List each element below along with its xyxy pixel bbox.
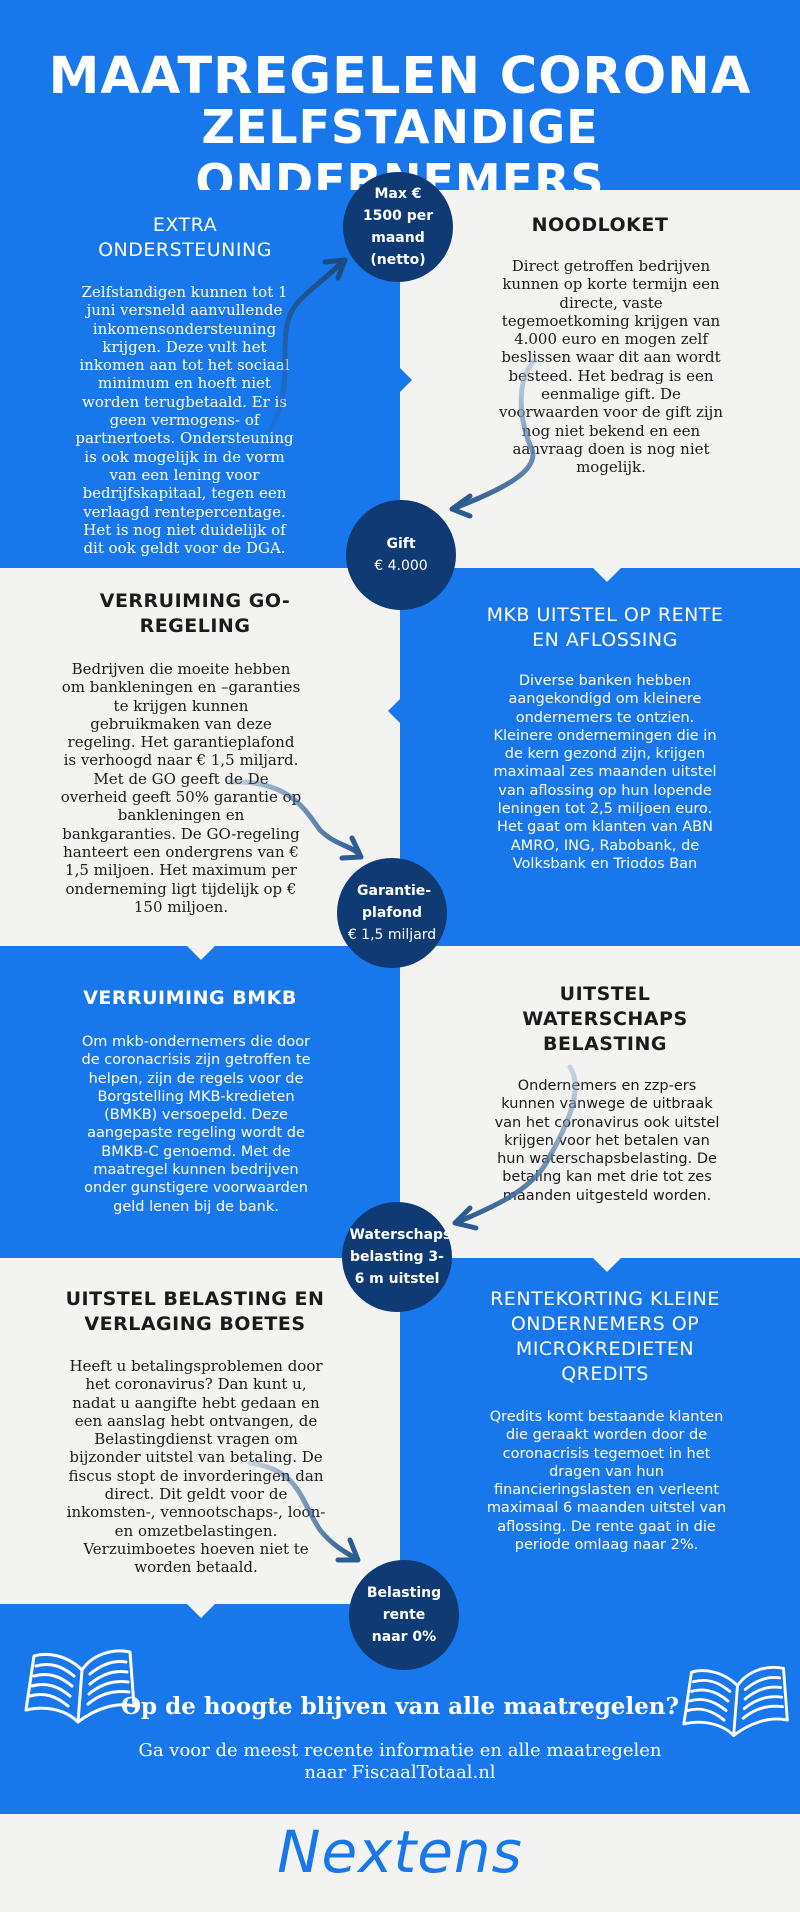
section-waterschapsbelasting bbox=[400, 946, 800, 1258]
open-book-icon bbox=[682, 1665, 789, 1737]
arrow-head bbox=[339, 835, 364, 861]
notch bbox=[400, 368, 412, 392]
badge-text: Belasting rente naar 0% bbox=[366, 1585, 442, 1645]
section-title: MKB UITSTEL OP RENTE EN AFLOSSING bbox=[486, 604, 724, 651]
section-qredits bbox=[400, 1258, 800, 1604]
header-band bbox=[0, 0, 800, 190]
notch bbox=[593, 568, 621, 582]
badge-text: Garantie-plafond bbox=[357, 883, 432, 921]
badge-garantieplafond: Garantie-plafond € 1,5 miljard bbox=[337, 858, 447, 968]
arrow-path bbox=[227, 779, 363, 858]
footer-title: Op de hoogte blijven van alle maatregele… bbox=[120, 1693, 680, 1720]
section-body: Direct getroffen bedrijven kunnen op kor… bbox=[499, 257, 723, 477]
notch bbox=[187, 1604, 215, 1618]
section-title: EXTRA ONDERSTEUNING bbox=[98, 214, 272, 261]
badge-max-1500: Max € 1500 per maand (netto) bbox=[343, 172, 453, 282]
notch bbox=[187, 946, 215, 960]
section-title: VERRUIMING GO-REGELING bbox=[99, 590, 291, 637]
section-body: Diverse banken hebben aangekondigd om kl… bbox=[493, 673, 717, 872]
badge-waterschaps: Waterschaps belasting 3-6 m uitstel bbox=[342, 1202, 452, 1312]
section-mkb-uitstel bbox=[400, 568, 800, 946]
section-title: UITSTEL WATERSCHAPS BELASTING bbox=[522, 983, 688, 1055]
arrow-path bbox=[247, 1460, 358, 1561]
badge-belasting-rente: Belasting rente naar 0% bbox=[349, 1560, 459, 1670]
arrow-path bbox=[455, 1064, 578, 1225]
arrow-head bbox=[322, 257, 348, 281]
section-body: Qredits komt bestaande klanten die geraa… bbox=[486, 1409, 727, 1554]
page-title-line-1: MAATREGELEN CORONA bbox=[48, 47, 752, 106]
badge-value: € 4.000 bbox=[374, 558, 428, 574]
section-title: NOODLOKET bbox=[531, 214, 669, 236]
arrow-path bbox=[267, 259, 345, 433]
section-body: Om mkb-ondernemers die door de coronacri… bbox=[81, 1034, 311, 1215]
brand-logo: Nextens bbox=[277, 1818, 523, 1886]
badge-text: Gift bbox=[386, 536, 416, 552]
badge-gift: Gift € 4.000 bbox=[346, 500, 456, 610]
section-body: Bedrijven die moeite hebben om banklenin… bbox=[60, 660, 302, 916]
badge-value: € 1,5 miljard bbox=[347, 927, 437, 943]
arrow-head bbox=[452, 1205, 479, 1231]
section-body: Heeft u betalingsproblemen door het coro… bbox=[66, 1357, 326, 1577]
section-bmkb bbox=[0, 946, 400, 1258]
notch bbox=[593, 1258, 621, 1272]
section-title: RENTEKORTING KLEINE ONDERNEMERS OP MICRO… bbox=[490, 1288, 720, 1385]
arrow-head bbox=[449, 493, 473, 519]
notch bbox=[388, 699, 400, 723]
arrow-path bbox=[452, 357, 538, 511]
section-title: VERRUIMING BMKB bbox=[83, 987, 297, 1009]
footer-subtitle: Ga voor de meest recente informatie en a… bbox=[138, 1740, 662, 1783]
badge-text: Max € 1500 per maand (netto) bbox=[362, 186, 434, 268]
section-body: Zelfstandigen kunnen tot 1 juni versneld… bbox=[75, 283, 294, 558]
arrow-head bbox=[335, 1537, 361, 1563]
open-book-icon bbox=[24, 1649, 136, 1724]
section-go-regeling bbox=[0, 568, 400, 946]
section-extra-ondersteuning bbox=[0, 190, 400, 568]
badge-text: Waterschaps belasting 3-6 m uitstel bbox=[349, 1227, 452, 1287]
section-title: UITSTEL BELASTING EN VERLAGING BOETES bbox=[65, 1288, 325, 1335]
